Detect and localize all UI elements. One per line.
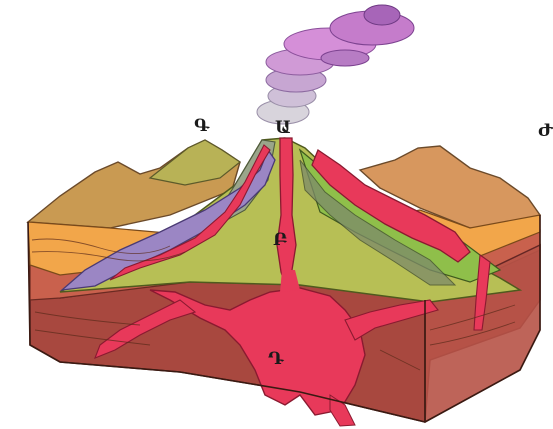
label-chamber: Բ: [273, 230, 288, 250]
smoke-puff: [321, 50, 369, 66]
eruption-cloud: [257, 5, 414, 124]
label-right-edge: Ժ: [538, 121, 553, 141]
label-magma-source: Դ: [268, 349, 285, 369]
label-crater: Ա: [275, 118, 291, 138]
smoke-puff: [364, 5, 400, 25]
label-side-peak: Գ: [194, 116, 211, 136]
